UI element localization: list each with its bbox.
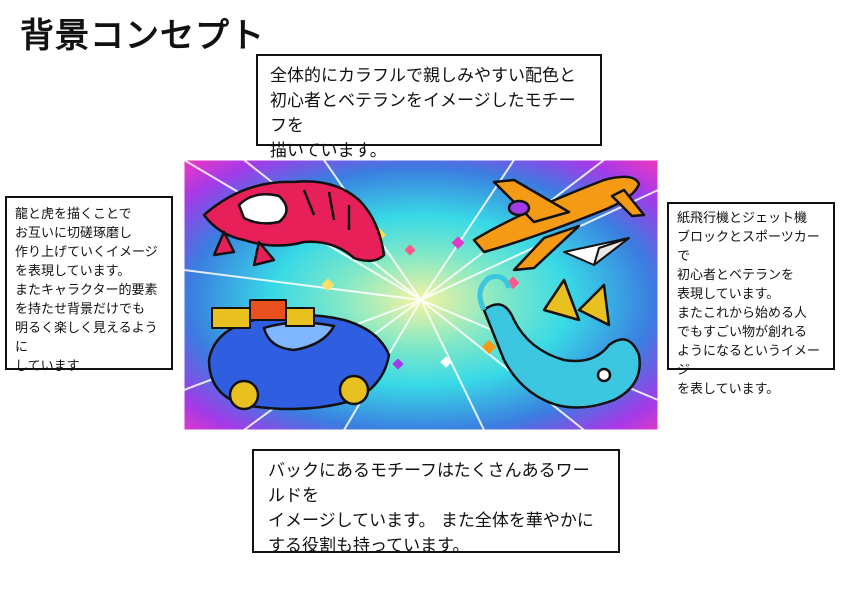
tiger-icon [202, 180, 386, 267]
background-artwork-svg [184, 160, 658, 430]
sports-car-icon [207, 313, 391, 411]
concept-note-top: 全体的にカラフルで親しみやすい配色と 初心者とベテランをイメージしたモチーフを … [256, 54, 602, 161]
dragon-icon [477, 273, 641, 409]
paper-plane-icon [563, 237, 630, 266]
jet-plane-icon [472, 175, 646, 272]
page-title: 背景コンセプト [20, 16, 265, 56]
background-artwork [184, 160, 658, 430]
concept-note-right: 紙飛行機とジェット機 ブロックとスポーツカーで 初心者とベテランを 表現していま… [667, 202, 835, 397]
concept-note-left: 龍と虎を描くことで お互いに切磋琢磨し 作り上げていくイメージ を表現しています… [5, 196, 173, 374]
concept-note-bottom: バックにあるモチーフはたくさんあるワールドを イメージしています。 また全体を華… [252, 449, 620, 556]
blocks-icon [211, 299, 315, 329]
